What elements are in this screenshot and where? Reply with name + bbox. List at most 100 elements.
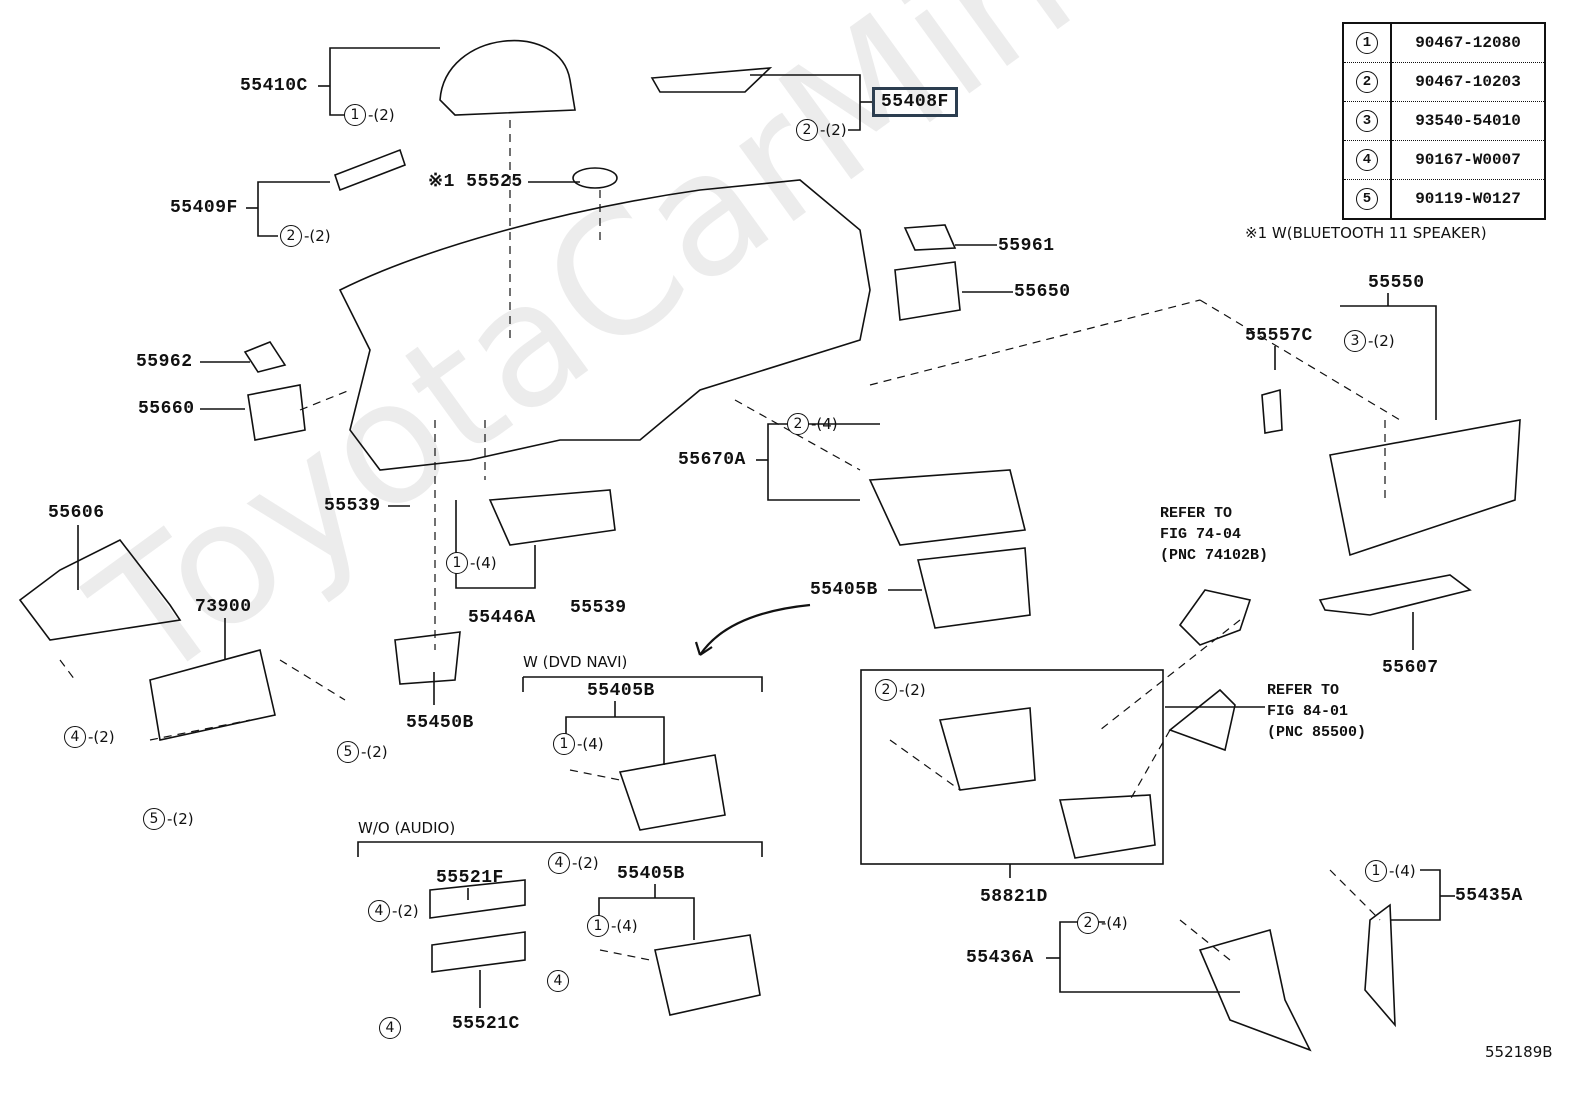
part-74102B	[1178, 589, 1252, 646]
callout-qty: -(4)	[1389, 862, 1416, 880]
arrow-dvd	[699, 603, 811, 656]
fastener-callout: 3-(2)	[1344, 330, 1395, 352]
part-label-58821D[interactable]: 58821D	[980, 887, 1048, 907]
part-label-55557C[interactable]: 55557C	[1245, 326, 1313, 346]
part-label-55409F[interactable]: 55409F	[170, 198, 238, 218]
variant-label-dvd-navi: W (DVD NAVI)	[523, 653, 628, 671]
part-label-55539[interactable]: 55539	[570, 598, 627, 618]
part-label-55446A[interactable]: 55446A	[468, 608, 536, 628]
leader-55405Bc	[598, 897, 695, 940]
part-cluster-hood	[439, 39, 576, 116]
part-speaker-55525	[572, 167, 618, 189]
part-label-55660[interactable]: 55660	[138, 399, 195, 419]
fastener-callout: 4	[547, 970, 571, 992]
part-label-55525[interactable]: ※1 55525	[428, 172, 523, 192]
callout-qty: -(2)	[1368, 332, 1395, 350]
part-55435A	[1364, 903, 1396, 1028]
part-55405Bb	[618, 754, 726, 831]
part-58821D-box	[1058, 794, 1156, 859]
fastener-callout: 5-(2)	[143, 808, 194, 830]
callout-qty: -(2)	[361, 743, 388, 761]
part-55436A	[1198, 928, 1312, 1052]
part-label-55670A[interactable]: 55670A	[678, 450, 746, 470]
callout-qty: -(4)	[811, 415, 838, 433]
callout-qty: -(2)	[899, 681, 926, 699]
callout-num: 4	[368, 900, 390, 922]
part-label-55405B[interactable]: 55405B	[617, 864, 685, 884]
callout-qty: -(2)	[392, 902, 419, 920]
part-label-55521F[interactable]: 55521F	[436, 868, 504, 888]
fastener-callout: 2-(4)	[787, 413, 838, 435]
leader-55435A	[1390, 869, 1441, 921]
part-label-55435A[interactable]: 55435A	[1455, 886, 1523, 906]
callout-num: 2	[280, 225, 302, 247]
fastener-callout: 2-(2)	[280, 225, 331, 247]
leader-audio	[357, 841, 763, 857]
legend-part: 90467-12080	[1390, 22, 1546, 63]
fastener-callout: 2-(2)	[875, 679, 926, 701]
part-label-55650[interactable]: 55650	[1014, 282, 1071, 302]
part-label-55405B[interactable]: 55405B	[587, 681, 655, 701]
part-label-55550[interactable]: 55550	[1368, 273, 1425, 293]
callout-qty: -(4)	[611, 917, 638, 935]
fastener-callout: 4-(2)	[368, 900, 419, 922]
callout-qty: -(2)	[368, 106, 395, 124]
legend-num: 3	[1356, 110, 1378, 132]
legend-part: 90119-W0127	[1390, 179, 1546, 220]
legend-num: 4	[1356, 149, 1378, 171]
leader-55670A	[767, 423, 880, 501]
legend-num: 1	[1356, 32, 1378, 54]
callout-num: 2	[1077, 912, 1099, 934]
part-85500	[1168, 688, 1236, 752]
part-vent-55660	[247, 384, 306, 441]
fastener-callout: 1-(4)	[587, 915, 638, 937]
refer-note-74-04[interactable]: REFER TO FIG 74-04 (PNC 74102B)	[1160, 505, 1269, 564]
part-label-55962[interactable]: 55962	[136, 352, 193, 372]
callout-num: 1	[587, 915, 609, 937]
part-55606	[18, 538, 182, 641]
part-55670A	[868, 469, 1026, 546]
part-label-55450B[interactable]: 55450B	[406, 713, 474, 733]
callout-qty: -(2)	[88, 728, 115, 746]
part-switch	[488, 489, 616, 546]
part-label-55410C[interactable]: 55410C	[240, 76, 308, 96]
legend-row: 5 90119-W0127	[1342, 179, 1546, 220]
fastener-callout: 4-(2)	[64, 726, 115, 748]
callout-num: 1	[344, 104, 366, 126]
part-label-55521C[interactable]: 55521C	[452, 1014, 520, 1034]
part-label-55607[interactable]: 55607	[1382, 658, 1439, 678]
fastener-callout: 2-(4)	[1077, 912, 1128, 934]
callout-qty: -(4)	[1101, 914, 1128, 932]
callout-num: 2	[796, 119, 818, 141]
fastener-callout: 5-(2)	[337, 741, 388, 763]
part-55607	[1318, 574, 1472, 616]
callout-num: 1	[1365, 860, 1387, 882]
fastener-callout: 1-(4)	[446, 552, 497, 574]
fastener-callout: 1-(2)	[344, 104, 395, 126]
callout-num: 2	[787, 413, 809, 435]
refer-note-84-01[interactable]: REFER TO FIG 84-01 (PNC 85500)	[1267, 682, 1367, 741]
part-label-55539[interactable]: 55539	[324, 496, 381, 516]
callout-num: 4	[64, 726, 86, 748]
part-label-73900[interactable]: 73900	[195, 597, 252, 617]
part-panel-55408F	[650, 67, 773, 93]
part-55450B	[394, 631, 461, 685]
part-label-55606[interactable]: 55606	[48, 503, 105, 523]
legend-num: 5	[1356, 188, 1378, 210]
fastener-callout: 1-(4)	[553, 733, 604, 755]
part-label-55408F-highlighted[interactable]: 55408F	[872, 87, 958, 117]
part-glovebox	[1329, 419, 1521, 557]
part-label-55436A[interactable]: 55436A	[966, 948, 1034, 968]
part-55409F	[333, 148, 407, 192]
part-label-55961[interactable]: 55961	[998, 236, 1055, 256]
part-label-55405B[interactable]: 55405B	[810, 580, 878, 600]
callout-num: 5	[143, 808, 165, 830]
bracket-58821D	[860, 669, 1164, 865]
callout-qty: -(2)	[820, 121, 847, 139]
callout-qty: -(2)	[304, 227, 331, 245]
